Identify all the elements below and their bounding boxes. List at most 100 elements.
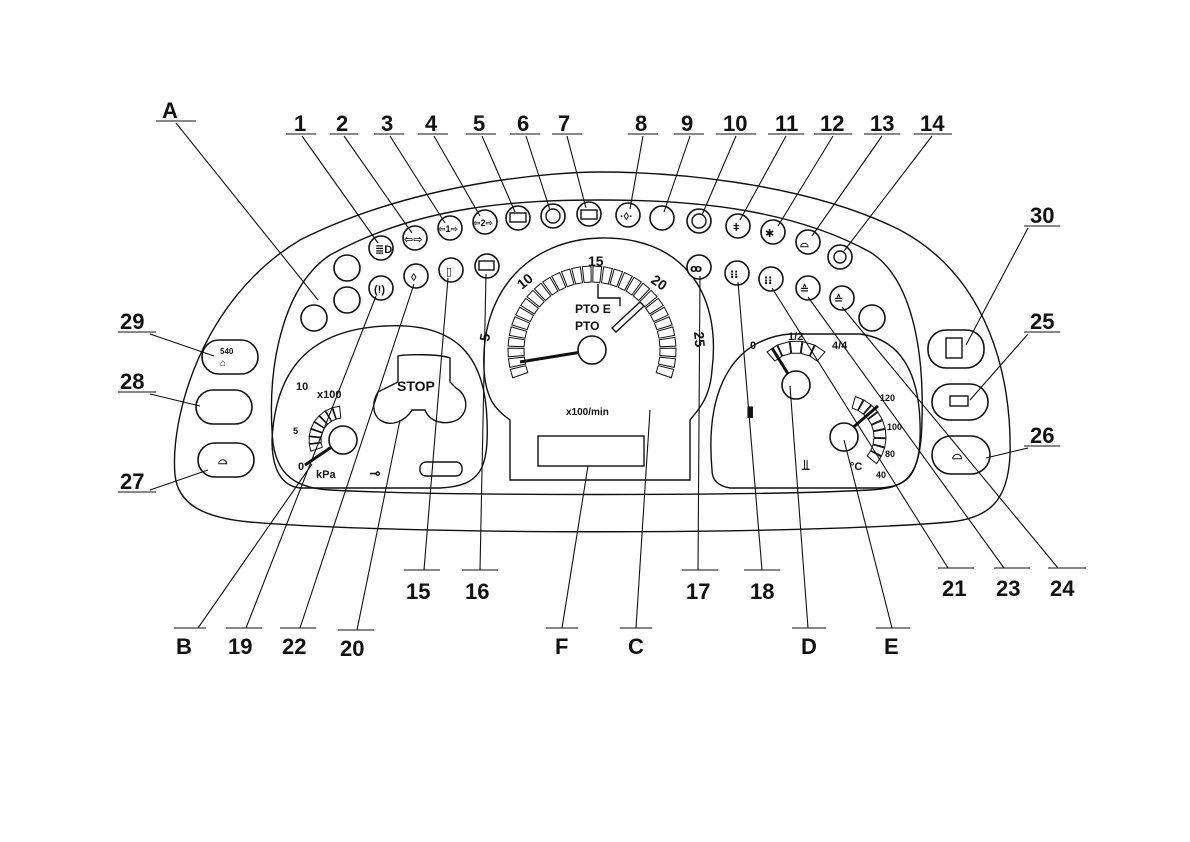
tach-segment [508, 348, 524, 357]
lamp-10-brake-fault [687, 209, 711, 233]
fuel-needle-hub [782, 371, 810, 399]
pressure-tick-5: 5 [293, 426, 298, 436]
tach-tick-15: 15 [588, 253, 604, 269]
callout-1: 1 [294, 111, 306, 136]
button-28[interactable] [196, 390, 252, 424]
callout-11: 11 [775, 111, 798, 136]
coolant-temp-icon: ⫫ [802, 457, 810, 473]
button-29-label: 540 [220, 347, 234, 356]
callout-13: 13 [870, 111, 894, 136]
button-30[interactable] [928, 330, 984, 368]
pto-label: PTO [575, 319, 599, 333]
turn-signal-icon: ⇦⇨ [404, 234, 422, 246]
temp-tick-80: 80 [885, 449, 895, 459]
fuel-segment [790, 341, 802, 353]
callout-6: 6 [517, 111, 529, 136]
glow-plug-icon: ꝏ [690, 263, 702, 275]
callout-18: 18 [750, 579, 774, 604]
tach-segment [510, 366, 528, 378]
tach-unit-label: x100/min [566, 407, 609, 418]
spare-lamp-left-1 [334, 255, 360, 281]
callout-30: 30 [1030, 203, 1054, 228]
callout-B: B [176, 634, 192, 659]
spare-lamp-left-3 [301, 305, 327, 331]
callout-16: 16 [465, 579, 489, 604]
fuel-tick-0: 0 [750, 340, 756, 352]
tach-needle-hub [578, 336, 606, 364]
stop-label: STOP [397, 378, 435, 394]
lamp-21-icon: ⁝⁝ [764, 275, 772, 287]
lamp-6-parking-brake [541, 204, 565, 228]
temperature-icon: ǂ [733, 222, 739, 234]
callout-12: 12 [820, 111, 844, 136]
lamp-13-icon: ⌓ [800, 238, 809, 250]
fuel-pump-icon: ▯ [446, 266, 452, 278]
spare-lamp-left-2 [334, 287, 360, 313]
pto-icon: ⌂ [220, 358, 226, 369]
right-switches: ⌓ [928, 330, 990, 474]
lamp-23-icon: ≙ [800, 283, 809, 296]
tach-segment [508, 337, 525, 346]
lamp-12-icon: ✱ [765, 228, 774, 240]
lamp-22-icon: ◊ [411, 272, 417, 284]
callout-14: 14 [920, 111, 945, 136]
callout-26: 26 [1030, 423, 1054, 448]
pto-e-label: PTO E [575, 302, 611, 316]
callout-21: 21 [942, 576, 966, 601]
leader-lines [118, 121, 1086, 630]
warning-lamps-top-row: ≣D ⇦⇨ ⇦1⇨ ⇦2⇨ ·◊· ǂ ✱ ⌓ [369, 202, 852, 269]
spare-lamp-right [859, 305, 885, 331]
callout-D: D [801, 634, 817, 659]
callout-A: A [162, 98, 178, 123]
callout-10: 10 [723, 111, 747, 136]
callout-2: 2 [336, 111, 348, 136]
pressure-gauge-housing [272, 326, 487, 488]
callout-20: 20 [340, 636, 364, 661]
callout-C: C [628, 634, 644, 659]
callout-labels: A 1 2 3 4 5 6 7 8 9 10 11 12 13 14 30 25… [120, 98, 1075, 661]
callout-7: 7 [558, 111, 570, 136]
callout-29: 29 [120, 309, 144, 334]
button-27-icon: ⌓ [218, 453, 228, 467]
callout-25: 25 [1030, 309, 1054, 334]
callout-19: 19 [228, 634, 252, 659]
callout-8: 8 [635, 111, 647, 136]
lamp-19-icon: (!) [374, 284, 385, 296]
lamp-14-steering [828, 245, 852, 269]
temp-tick-120: 120 [880, 393, 895, 403]
fuel-tick-half: 1/2 [788, 331, 803, 343]
pressure-tick-10: 10 [296, 381, 308, 393]
callout-9: 9 [681, 111, 693, 136]
pressure-needle-hub [329, 426, 357, 454]
callout-24: 24 [1050, 576, 1075, 601]
lamp-18-icon: ⁝⁝ [730, 269, 738, 281]
callout-22: 22 [282, 634, 306, 659]
tach-segment [660, 348, 676, 357]
button-29-pto-540[interactable] [202, 340, 258, 374]
tach-segment [659, 357, 676, 367]
lamp-24-icon: ≙ [834, 293, 843, 306]
temp-tick-40: 40 [876, 470, 886, 480]
pressure-tick-0: 0 [298, 461, 304, 473]
tach-tick-10: 10 [514, 270, 536, 292]
callout-4: 4 [425, 111, 438, 136]
callout-15: 15 [406, 579, 430, 604]
tach-segment [656, 366, 674, 378]
headlight-icon: ≣D [375, 244, 392, 256]
pto-marker [612, 302, 644, 332]
temp-gauge-segments [852, 397, 886, 464]
pressure-symbol-icon: ⊸ [369, 465, 381, 481]
callout-3: 3 [381, 111, 393, 136]
callout-F: F [555, 634, 568, 659]
callout-27: 27 [120, 469, 144, 494]
callout-23: 23 [996, 576, 1020, 601]
callout-17: 17 [686, 579, 710, 604]
trailer-2-icon: ⇦2⇨ [473, 218, 494, 228]
pressure-unit: kPa [316, 469, 336, 481]
button-26-icon: ⌓ [952, 447, 963, 462]
callout-5: 5 [473, 111, 485, 136]
temp-needle-hub [830, 423, 858, 451]
left-switches: 540 ⌂ ⌓ [196, 340, 258, 477]
brand-logo [420, 462, 462, 476]
